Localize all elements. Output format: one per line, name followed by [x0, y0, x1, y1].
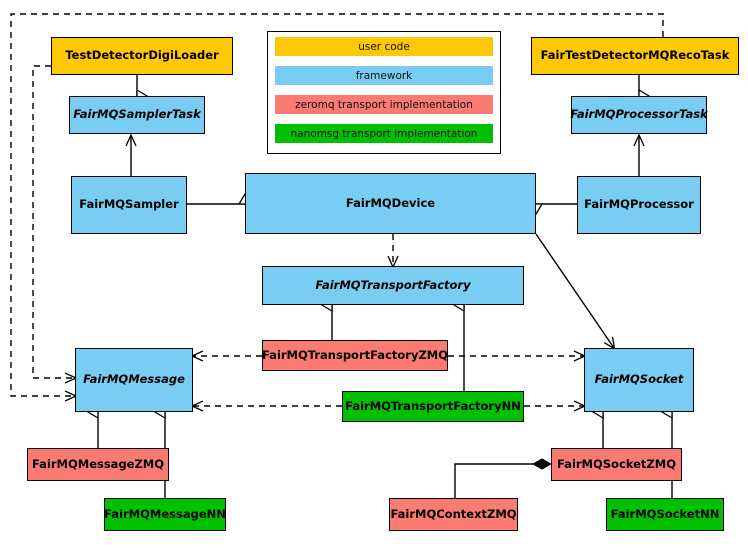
class-node-fairmqcontextzmq[interactable]: FairMQContextZMQ: [389, 498, 518, 531]
class-node-testdetectordigiloader[interactable]: TestDetectorDigiLoader: [51, 37, 233, 75]
class-label: FairMQMessage: [83, 372, 185, 387]
legend-label-framework: framework: [355, 69, 413, 82]
legend-label-user-code: user code: [358, 40, 410, 53]
legend-item-user-code: user code: [275, 37, 493, 56]
class-node-fairmqtransportfactoryzmq[interactable]: FairMQTransportFactoryZMQ: [262, 340, 448, 371]
class-node-fairmqsocket[interactable]: FairMQSocket: [584, 348, 694, 412]
class-label: FairMQProcessor: [584, 197, 694, 212]
class-label: FairMQContextZMQ: [390, 506, 517, 521]
class-label: FairMQTransportFactory: [315, 277, 471, 292]
class-label: FairMQSampler: [79, 197, 179, 212]
class-node-fairmqmessage[interactable]: FairMQMessage: [75, 348, 193, 412]
class-node-fairmqprocessortask[interactable]: FairMQProcessorTask: [570, 96, 708, 134]
class-node-fairmqtransportfactory[interactable]: FairMQTransportFactory: [262, 266, 524, 305]
edge-contextzmq-socketzmq: [454, 464, 551, 498]
legend-label-zeromq: zeromq transport implementation: [295, 98, 473, 111]
class-label: FairMQTransportFactoryNN: [345, 398, 521, 413]
class-label: FairMQMessageZMQ: [31, 456, 165, 471]
class-label: FairMQDevice: [345, 195, 436, 210]
class-label: FairMQTransportFactoryZMQ: [262, 347, 449, 362]
class-label: FairMQSocketZMQ: [557, 456, 676, 471]
class-node-fairmqdevice[interactable]: FairMQDevice: [245, 173, 536, 234]
class-node-fairmqsocketzmq[interactable]: FairMQSocketZMQ: [551, 448, 682, 481]
legend-item-zeromq: zeromq transport implementation: [275, 95, 493, 114]
class-node-fairmqprocessor[interactable]: FairMQProcessor: [577, 176, 701, 234]
class-node-fairmqsampler[interactable]: FairMQSampler: [71, 176, 187, 234]
class-node-fairmqsamplertask[interactable]: FairMQSamplerTask: [69, 96, 205, 134]
class-label: FairMQSamplerTask: [73, 107, 201, 122]
class-node-fairtestdetectormqrecotask[interactable]: FairTestDetectorMQRecoTask: [531, 37, 739, 75]
legend-item-nanomsg: nanomsg transport implementation: [275, 124, 493, 143]
class-label: FairMQSocketNN: [610, 506, 720, 521]
class-label: FairTestDetectorMQRecoTask: [540, 48, 730, 63]
edge-device-socket: [535, 233, 614, 348]
legend-item-framework: framework: [275, 66, 493, 85]
class-node-fairmqtransportfactorynn[interactable]: FairMQTransportFactoryNN: [342, 391, 524, 422]
class-node-fairmqmessagezmq[interactable]: FairMQMessageZMQ: [27, 448, 169, 481]
class-label: FairMQSocket: [594, 372, 684, 387]
class-node-fairmqmessagenn[interactable]: FairMQMessageNN: [104, 498, 226, 531]
class-label: FairMQMessageNN: [104, 506, 226, 521]
legend-label-nanomsg: nanomsg transport implementation: [290, 127, 478, 140]
class-label: FairMQProcessorTask: [570, 107, 708, 122]
class-label: TestDetectorDigiLoader: [65, 48, 219, 63]
class-node-fairmqsocketnn[interactable]: FairMQSocketNN: [606, 498, 724, 531]
